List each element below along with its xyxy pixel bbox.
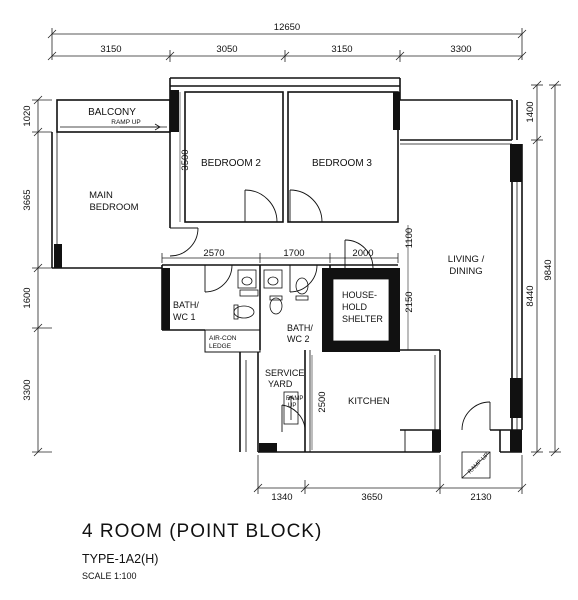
dim-left-3: 1600 bbox=[22, 287, 33, 308]
label-ramp-vertical-2: UP bbox=[288, 403, 296, 409]
walls bbox=[51, 77, 523, 453]
dim-top-1: 3150 bbox=[100, 44, 121, 55]
label-balcony-ramp: RAMP UP bbox=[111, 119, 141, 126]
label-bedroom3: BEDROOM 3 bbox=[312, 158, 372, 169]
label-shelter-1: HOUSE- bbox=[342, 290, 377, 300]
label-bath2-2: WC 2 bbox=[287, 334, 310, 344]
label-aircon-2: LEDGE bbox=[209, 343, 232, 350]
plan-type: TYPE-1A2(H) bbox=[82, 552, 159, 566]
dim-shelter-width: 2000 bbox=[352, 248, 373, 259]
label-shelter-2: HOLD bbox=[342, 302, 368, 312]
label-service-1: SERVICE bbox=[265, 368, 304, 378]
plan-scale: SCALE 1:100 bbox=[82, 571, 137, 581]
label-bath1-1: BATH/ bbox=[173, 300, 199, 310]
dim-left-2: 3665 bbox=[22, 189, 33, 210]
dim-shelter-depth-upper: 1100 bbox=[404, 228, 415, 248]
room-labels: BALCONY RAMP UP BEDROOM 2 BEDROOM 3 MAIN… bbox=[88, 107, 491, 475]
label-bath1-2: WC 1 bbox=[173, 312, 196, 322]
dim-right-inner-mid: 8440 bbox=[525, 285, 536, 306]
bath-fixtures bbox=[233, 269, 309, 320]
label-ramp-vertical-1: RAMP bbox=[286, 396, 303, 402]
dim-bottom-3: 2130 bbox=[470, 492, 491, 503]
dim-top-2: 3050 bbox=[216, 44, 237, 55]
label-kitchen: KITCHEN bbox=[348, 396, 390, 407]
dimension-lines bbox=[32, 28, 561, 494]
dim-bottom-1: 1340 bbox=[271, 492, 292, 503]
dim-bath-width: 2570 bbox=[203, 248, 224, 259]
dim-service-depth: 2500 bbox=[317, 391, 328, 412]
dim-top-total: 12650 bbox=[274, 22, 300, 33]
dim-right-inner-top: 1400 bbox=[525, 101, 536, 122]
label-main-bedroom-1: MAIN bbox=[89, 190, 113, 201]
label-service-2: YARD bbox=[268, 379, 293, 389]
dim-bath2-width: 1700 bbox=[283, 248, 304, 259]
dim-right-outer: 9840 bbox=[543, 259, 554, 280]
label-living-1: LIVING / bbox=[448, 254, 485, 265]
dim-left-1: 1020 bbox=[22, 105, 33, 126]
dim-shelter-depth: 2150 bbox=[404, 291, 415, 312]
dim-top-3: 3150 bbox=[331, 44, 352, 55]
label-aircon-1: AIR-CON bbox=[209, 335, 237, 342]
label-shelter-3: SHELTER bbox=[342, 314, 383, 324]
dim-left-4: 3300 bbox=[22, 379, 33, 400]
label-bath2-1: BATH/ bbox=[287, 323, 313, 333]
dim-top-4: 3300 bbox=[450, 44, 471, 55]
dim-bottom-2: 3650 bbox=[361, 492, 382, 503]
shelter-walls bbox=[322, 268, 400, 352]
label-main-bedroom-2: BEDROOM bbox=[89, 202, 138, 213]
label-living-2: DINING bbox=[449, 266, 482, 277]
ramp-marks bbox=[120, 123, 491, 479]
label-bedroom2: BEDROOM 2 bbox=[201, 158, 261, 169]
columns bbox=[54, 90, 522, 452]
label-ramp-entrance: RAMP UP bbox=[467, 452, 491, 476]
doors bbox=[169, 189, 491, 452]
label-balcony: BALCONY bbox=[88, 107, 136, 118]
plan-title: 4 ROOM (POINT BLOCK) bbox=[82, 521, 323, 542]
